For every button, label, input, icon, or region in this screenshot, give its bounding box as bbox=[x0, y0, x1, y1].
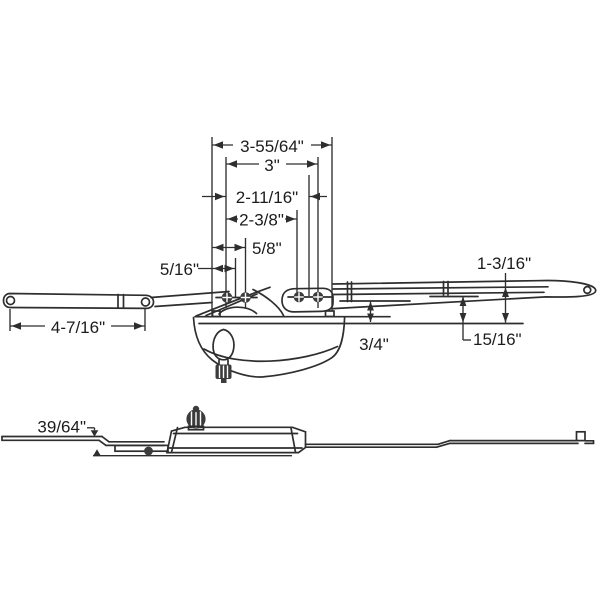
dim-label-overall: 3-55/64" bbox=[240, 137, 304, 156]
pivot-plate bbox=[114, 444, 169, 453]
dim-label-2-11-16: 2-11/16" bbox=[236, 188, 298, 207]
link-arm bbox=[150, 290, 230, 308]
operator-housing bbox=[192, 315, 524, 383]
knob-tip bbox=[221, 379, 227, 383]
extension-lines bbox=[211, 137, 333, 316]
dim-39-64: 39/64" bbox=[37, 418, 292, 457]
front-view: 3-55/64" 3" 2-11/16" 2-3/8" bbox=[2, 134, 597, 383]
dim-label-5-8: 5/8" bbox=[252, 239, 282, 258]
track-arm bbox=[332, 279, 597, 310]
screw-symbol-2 bbox=[240, 292, 251, 303]
left-arm bbox=[2, 292, 155, 310]
side-left-arm bbox=[1, 435, 169, 456]
rod-end-tab bbox=[575, 430, 586, 442]
side-push-rod bbox=[304, 430, 595, 449]
side-housing bbox=[165, 405, 307, 454]
dim-label-3: 3" bbox=[264, 156, 280, 175]
dim-label-2-3-8: 2-3/8" bbox=[239, 211, 284, 230]
side-view: 39/64" bbox=[1, 405, 595, 457]
crank-stud bbox=[212, 328, 235, 383]
cam-bracket bbox=[281, 287, 334, 313]
dim-three-inch: 3" bbox=[226, 153, 318, 175]
screw-symbol-3 bbox=[293, 291, 305, 303]
pivot-rivet bbox=[144, 446, 153, 456]
mount-tab-right bbox=[324, 310, 335, 318]
dim-3-4: 3/4" bbox=[359, 301, 389, 354]
scissor-mechanism bbox=[195, 286, 335, 318]
left-arm-pivot-hole bbox=[5, 295, 16, 306]
dim-5-8: 5/8" bbox=[212, 239, 282, 258]
dim-2-11-16: 2-11/16" bbox=[202, 188, 327, 207]
dim-label-15-16: 15/16" bbox=[473, 330, 522, 349]
dim-label-1-3-16: 1-3/16" bbox=[477, 254, 531, 273]
side-knob bbox=[186, 405, 206, 431]
dim-label-5-16: 5/16" bbox=[160, 260, 199, 279]
dim-4-7-16: 4-7/16" bbox=[9, 309, 146, 337]
screw-symbol-4 bbox=[312, 291, 324, 303]
dim-5-16: 5/16" bbox=[160, 260, 236, 279]
dim-2-3-8: 2-3/8" bbox=[226, 209, 297, 230]
dim-overall-width: 3-55/64" bbox=[212, 134, 332, 156]
dim-label-39-64: 39/64" bbox=[37, 418, 86, 437]
dim-label-3-4: 3/4" bbox=[359, 335, 389, 354]
screw-symbol-1 bbox=[221, 292, 233, 303]
track-arm-hole bbox=[583, 285, 592, 295]
left-arm-end-hole bbox=[140, 297, 151, 307]
dim-1-3-16: 1-3/16" bbox=[477, 254, 531, 323]
dim-label-4-7-16: 4-7/16" bbox=[51, 318, 105, 337]
